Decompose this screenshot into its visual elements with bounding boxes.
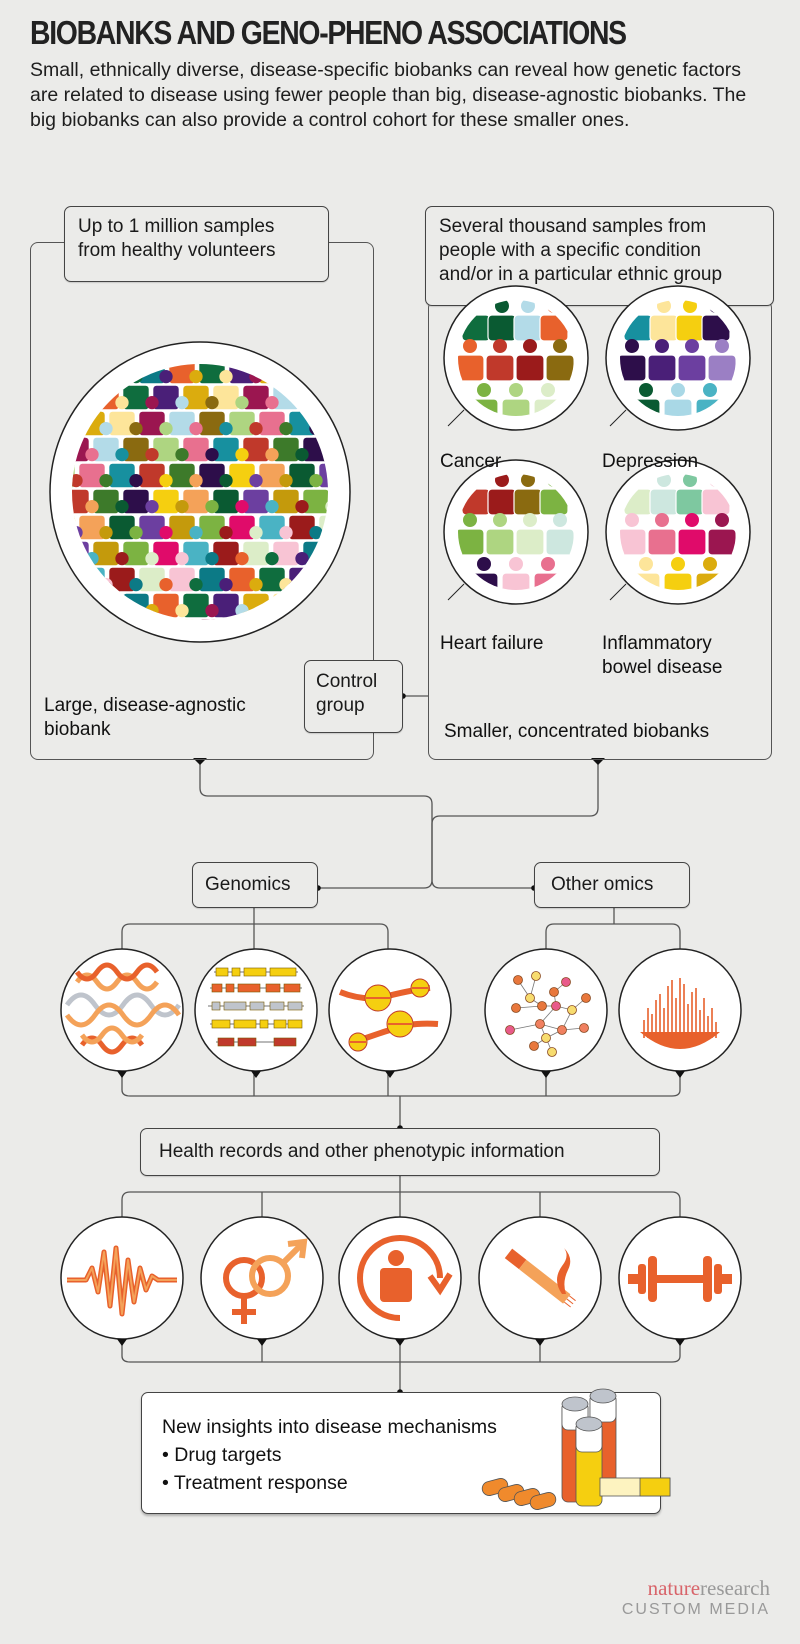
person-figure: [92, 421, 120, 463]
genomics-box: Genomics: [192, 862, 318, 908]
small-biobanks-label: Smaller, concentrated biobanks: [444, 721, 710, 742]
person-figure: [513, 474, 543, 516]
person-figure: [663, 557, 693, 590]
person-figure: [318, 364, 328, 385]
person-figure: [198, 395, 226, 437]
person-figure: [515, 339, 545, 382]
person-figure: [168, 551, 196, 593]
person-figure: [108, 499, 136, 541]
other-omics-box: Other omics: [534, 862, 690, 908]
person-figure: [78, 364, 106, 385]
person-figure: [212, 525, 240, 567]
brand-custom-media: CUSTOM MEDIA: [621, 1601, 770, 1618]
person-figure: [108, 395, 136, 437]
heartbeat-waveform-icon: [60, 1216, 184, 1346]
condition-circle: [605, 459, 751, 605]
person-cycle-icon: [338, 1216, 462, 1346]
small-biobanks-callout: Several thousand samples from people wit…: [425, 206, 774, 306]
person-figure: [677, 339, 707, 382]
condition-circle: [443, 285, 589, 431]
person-figure: [620, 513, 647, 556]
brand-research: research: [700, 1576, 770, 1600]
person-figure: [198, 447, 226, 489]
person-figure: [122, 473, 150, 515]
person-figure: [663, 383, 693, 416]
person-figure: [182, 421, 210, 463]
condition-label-ibd: Inflammatory bowel disease: [602, 633, 723, 678]
person-figure: [228, 499, 256, 541]
person-figure: [545, 513, 574, 556]
page-subtitle: Small, ethnically diverse, disease-speci…: [30, 59, 747, 131]
mass-spectrum-icon: [618, 948, 742, 1078]
person-figure: [647, 339, 677, 382]
person-figure: [72, 364, 76, 385]
brand-nature: nature: [647, 1576, 701, 1600]
person-figure: [302, 473, 328, 515]
person-figure: [228, 395, 256, 437]
person-figure: [78, 499, 106, 541]
person-figure: [198, 603, 226, 620]
condition-circle: [443, 459, 589, 605]
person-figure: [92, 473, 120, 515]
outcome-heading: New insights into disease mechanisms: [162, 1416, 497, 1438]
cigarette-icon: [478, 1216, 602, 1346]
person-figure: [707, 513, 736, 556]
person-figure: [78, 603, 106, 620]
person-figure: [675, 300, 705, 342]
person-figure: [515, 513, 545, 556]
condition-label-depression: Depression: [602, 451, 699, 472]
person-figure: [138, 447, 166, 489]
brand-logo: natureresearch CUSTOM MEDIA: [622, 1576, 770, 1619]
person-figure: [212, 473, 240, 515]
person-figure: [485, 339, 515, 382]
phenotype-box: Health records and other phenotypic info…: [140, 1128, 660, 1176]
person-figure: [458, 339, 485, 382]
dumbbell-icon: [618, 1216, 742, 1346]
person-figure: [501, 383, 531, 416]
large-biobank-label: Large, disease-agnostic biobank: [44, 695, 246, 740]
omics-icon-row: [60, 948, 742, 1078]
large-biobank-callout: Up to 1 million samples from healthy vol…: [64, 206, 329, 282]
person-figure: [485, 513, 515, 556]
person-figure: [212, 421, 240, 463]
page-title: BIOBANKS AND GENO-PHENO ASSOCIATIONS: [30, 14, 627, 51]
person-figure: [168, 395, 196, 437]
medicine-vials-pills-icon: [481, 1388, 671, 1510]
person-figure: [545, 339, 574, 382]
gene-sequence-icon: [194, 948, 318, 1078]
outcome-bullet-treatment-response: • Treatment response: [162, 1472, 348, 1494]
molecular-network-icon: [484, 948, 608, 1078]
person-figure: [242, 421, 270, 463]
chromosome-icon: [328, 948, 452, 1078]
outcome-bullet-drug-targets: • Drug targets: [162, 1444, 282, 1466]
control-group-box: Control group: [304, 660, 403, 733]
person-figure: [258, 395, 286, 437]
person-figure: [677, 513, 707, 556]
dna-helix-icon: [60, 948, 184, 1078]
person-figure: [458, 513, 485, 556]
person-figure: [707, 339, 736, 382]
person-figure: [501, 557, 531, 590]
condition-circles: [443, 285, 751, 605]
large-biobank-crowd: [49, 341, 351, 643]
person-figure: [72, 618, 76, 620]
person-figure: [152, 525, 180, 567]
person-figure: [258, 447, 286, 489]
phenotype-icon-row: [60, 1216, 742, 1346]
condition-label-cancer: Cancer: [440, 451, 502, 472]
person-figure: [182, 577, 210, 619]
sex-symbols-icon: [200, 1216, 324, 1346]
person-figure: [212, 369, 240, 411]
person-figure: [318, 603, 328, 620]
person-figure: [228, 551, 256, 593]
person-figure: [272, 525, 300, 567]
person-figure: [647, 513, 677, 556]
person-figure: [138, 551, 166, 593]
condition-circle: [605, 285, 751, 431]
person-figure: [620, 339, 647, 382]
condition-label-heart-failure: Heart failure: [440, 633, 544, 654]
